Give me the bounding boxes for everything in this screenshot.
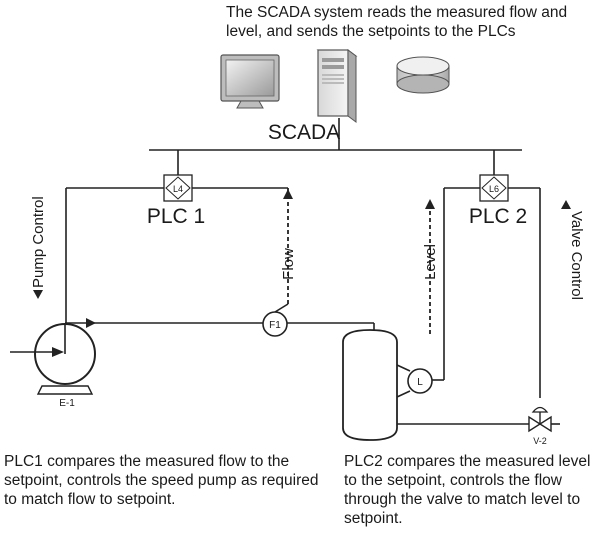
pump-control-label: Pump Control xyxy=(30,196,47,288)
level-instrument xyxy=(407,368,433,394)
valve-control-label: Valve Control xyxy=(568,211,585,300)
level-label: Level xyxy=(422,244,439,280)
plc1-description: PLC1 compares the measured flow to the s… xyxy=(4,453,319,508)
svg-text:L6: L6 xyxy=(489,184,499,194)
pump-control-arrow xyxy=(33,290,43,299)
svg-text:L4: L4 xyxy=(173,184,183,194)
pump-icon xyxy=(10,323,96,395)
plc2-block: L6 xyxy=(444,174,540,202)
plc1-block: L4 xyxy=(66,174,288,202)
monitor-icon xyxy=(220,54,280,109)
plc1-label: PLC 1 xyxy=(147,205,205,228)
control-valve-icon xyxy=(528,406,552,433)
pump-tag: E-1 xyxy=(59,398,75,409)
valve-tag: V-2 xyxy=(533,436,547,446)
flow-instrument-tap xyxy=(274,303,289,313)
pipe-flow-arrow xyxy=(86,318,96,328)
plc2-label: PLC 2 xyxy=(469,205,527,228)
valve-control-arrow xyxy=(561,200,571,209)
database-icon xyxy=(396,56,450,94)
flow-arrow xyxy=(283,189,293,199)
scada-description: The SCADA system reads the measured flow… xyxy=(226,4,568,40)
level-instrument-tap-bottom xyxy=(396,390,411,398)
flow-label: Flow xyxy=(280,248,297,280)
server-icon xyxy=(316,49,358,123)
flow-instrument-label: F1 xyxy=(269,320,281,331)
plc2-description: PLC2 compares the measured level to the … xyxy=(344,453,591,527)
level-instrument-tap-top xyxy=(396,364,411,372)
tank-icon xyxy=(342,329,398,441)
scada-label: SCADA xyxy=(268,121,340,144)
level-arrow xyxy=(425,199,435,209)
level-instrument-label: L xyxy=(417,377,423,388)
